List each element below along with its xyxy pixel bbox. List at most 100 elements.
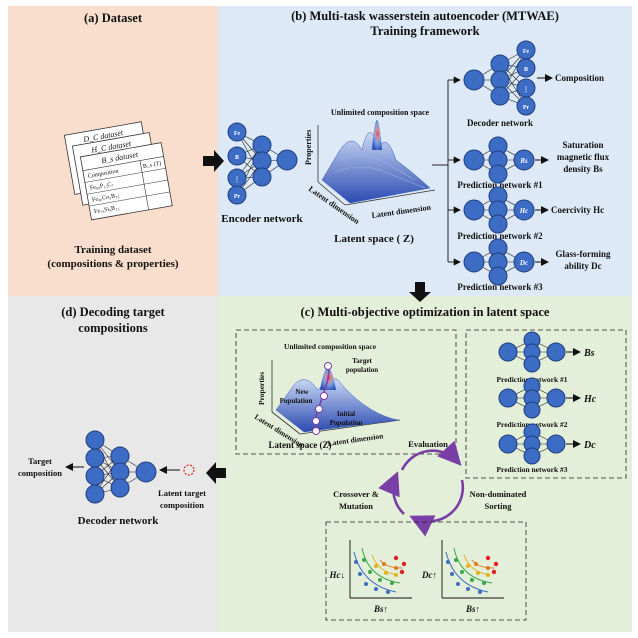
pred1-output-line2: magnetic flux xyxy=(557,152,610,162)
crossover-line2: Mutation xyxy=(339,501,373,511)
encoder-input-node xyxy=(227,185,247,205)
encoder-input-pr: Pr xyxy=(234,194,241,200)
encoder-input-fe: Fe xyxy=(234,131,241,137)
training-title-line2: Training framework xyxy=(370,24,479,38)
opt-pred3-output-node xyxy=(546,434,566,454)
decoder-latent-node xyxy=(463,69,485,91)
decoding-hidden-node xyxy=(110,446,130,466)
dataset-sheets: D_C dataset H_C dataset B_s dataset Comp… xyxy=(63,121,173,221)
encoder-hidden-node xyxy=(252,167,272,187)
encoder-hidden-node xyxy=(252,151,272,171)
row-3: Fe₇₈Si₉B₁₃ xyxy=(94,205,120,215)
pred1-output-line1: Saturation xyxy=(562,140,603,150)
pred1-label-training: Prediction network #1 xyxy=(457,180,543,190)
decoder-output-node xyxy=(516,96,536,116)
pred3-node-label: Dc xyxy=(519,259,528,267)
decoder-label-training: Decoder network xyxy=(467,118,533,128)
encoder-hidden-node xyxy=(252,135,272,155)
sorting-line1: Non-dominated xyxy=(470,489,527,499)
opt-pred2-output-node xyxy=(546,388,566,408)
decoder-network-decoding xyxy=(65,430,195,504)
opt-latent-space-label: Latent space (Z) xyxy=(269,440,332,450)
decoding-output-node xyxy=(85,448,105,468)
decoding-output-node xyxy=(85,430,105,450)
initial-population-line1: Initial xyxy=(337,410,355,418)
opt-pred3-hidden-node xyxy=(523,447,541,465)
pareto2-xlabel: Bs↑ xyxy=(465,604,480,614)
optimization-predictors-box xyxy=(465,329,627,479)
latent-target-line1: Latent target xyxy=(158,488,206,498)
decoding-latent-node xyxy=(135,461,157,483)
decoder-output-pr: Pr xyxy=(523,105,530,111)
opt-pred1-output: Bs xyxy=(583,348,595,359)
latent-target-point xyxy=(183,464,195,476)
pred2-label-training: Prediction network #2 xyxy=(457,231,543,241)
column-bs: B_s (T) xyxy=(142,160,161,170)
training-axis-properties: Properties xyxy=(304,130,313,165)
arrow-optimization-to-decoding xyxy=(206,462,226,484)
training-latent-space-label: Latent space ( Z) xyxy=(334,233,414,245)
pred1-output-line3: density Bs xyxy=(563,164,603,174)
decoder-hidden-node xyxy=(490,70,510,90)
opt-pred3-latent-node xyxy=(498,434,518,454)
prediction-network-1-training: Bs xyxy=(463,136,549,184)
opt-pred2-output: Hc xyxy=(583,394,597,405)
population-point xyxy=(312,427,320,435)
decoder-hidden-node xyxy=(490,86,510,106)
pareto-plot-2 xyxy=(441,540,504,599)
sorting-line2: Sorting xyxy=(485,501,513,511)
pred2-output-label: Coercivity Hc xyxy=(551,205,604,215)
arrow-training-to-optimization xyxy=(409,282,431,302)
sheet-bs xyxy=(79,142,173,221)
decoder-output-node xyxy=(516,58,536,78)
opt-pred1-latent-node xyxy=(498,342,518,362)
opt-pred1-hidden-node xyxy=(523,355,541,373)
pareto2-ylabel: Dc↑ xyxy=(421,570,437,580)
pareto1-ylabel: Hc↓ xyxy=(329,570,346,580)
target-population-line2: population xyxy=(346,366,378,374)
pareto1-xlabel: Bs↑ xyxy=(373,604,388,614)
decoding-hidden-node xyxy=(110,478,130,498)
crossover-line1: Crossover & xyxy=(333,489,379,499)
pred3-output-line1: Glass-forming xyxy=(556,249,611,259)
training-title-line1: (b) Multi-task wasserstein autoencoder (… xyxy=(291,9,559,23)
encoder-label: Encoder network xyxy=(221,213,303,225)
pred2-latent-node xyxy=(463,199,485,221)
pred1-output-node xyxy=(513,149,535,171)
target-population-point xyxy=(324,362,332,370)
encoder-network: Fe B ⋮ Pr xyxy=(227,122,298,205)
pred3-output-node xyxy=(513,251,535,273)
new-population-line2: Population xyxy=(280,397,313,405)
latent-target-line2: composition xyxy=(160,500,204,510)
pred1-node-label: Bs xyxy=(519,157,528,165)
encoder-input-node xyxy=(227,122,247,142)
prediction-network-2-opt xyxy=(498,377,581,419)
pareto-plot-1 xyxy=(349,540,412,599)
dataset-caption-line2: (compositions & properties) xyxy=(47,258,179,270)
encoder-latent-node xyxy=(276,149,298,171)
opt-pred2-latent-node xyxy=(498,388,518,408)
opt-pred1-output-node xyxy=(546,342,566,362)
new-population-line1: New xyxy=(295,388,309,396)
pred3-hidden-node xyxy=(488,266,508,286)
decoder-output-b: B xyxy=(524,67,528,73)
decoding-decoder-label: Decoder network xyxy=(78,515,160,527)
evaluation-label: Evaluation xyxy=(408,439,448,449)
pred3-latent-node xyxy=(463,251,485,273)
prediction-network-3-training: Dc xyxy=(463,238,549,286)
pred3-output-line2: ability Dc xyxy=(564,261,601,271)
opt-pred2-hidden-node xyxy=(523,401,541,419)
decoding-output-node xyxy=(85,484,105,504)
arrow-dataset-to-training xyxy=(203,150,224,172)
decoder-output-fe: Fe xyxy=(523,49,530,55)
training-bracket xyxy=(432,76,461,266)
pred2-output-node xyxy=(513,199,535,221)
dataset-title: (a) Dataset xyxy=(84,11,143,25)
decoding-title-line2: compositions xyxy=(78,321,148,335)
latent-surface-training xyxy=(317,120,436,206)
optimization-title: (c) Multi-objective optimization in late… xyxy=(301,305,550,319)
opt-pred3-output: Dc xyxy=(583,440,596,451)
panel-decoding-bg xyxy=(8,296,218,632)
